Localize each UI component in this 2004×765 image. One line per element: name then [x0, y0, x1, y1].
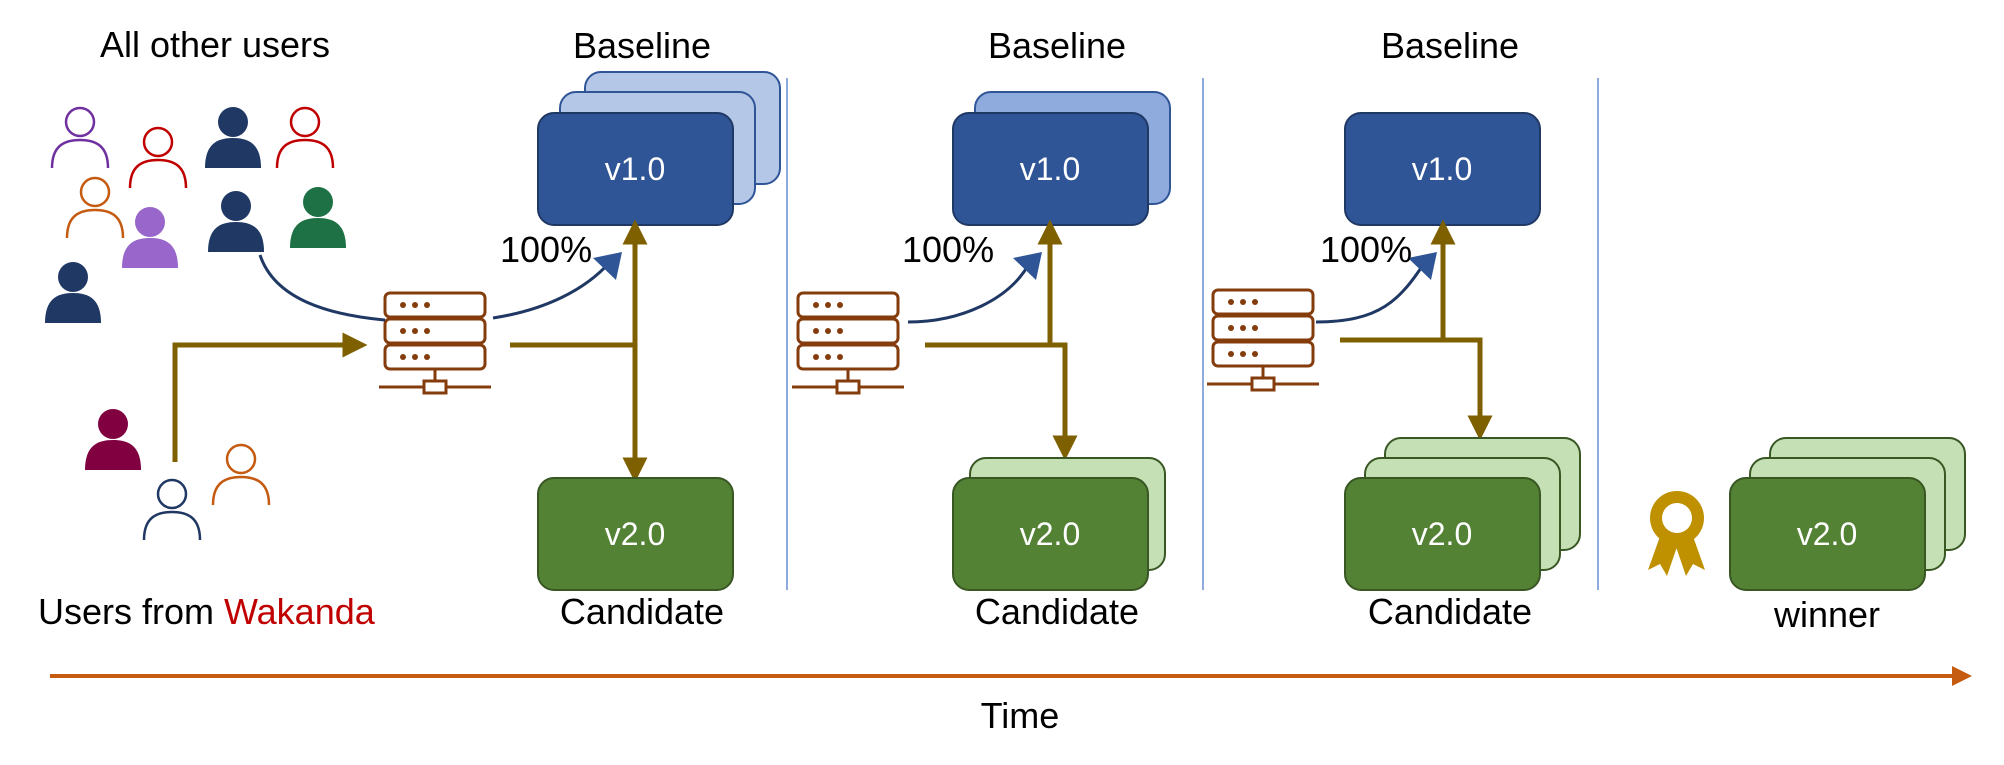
- candidate-v2-box: [1344, 477, 1541, 591]
- traffic-arrowhead: [1013, 252, 1042, 280]
- user-icon: [205, 107, 261, 168]
- traffic-curve: [492, 261, 612, 320]
- baseline-version: v1.0: [605, 151, 665, 187]
- candidate-label: Candidate: [560, 591, 724, 632]
- time-label: Time: [981, 695, 1060, 736]
- server-rack-icon: [377, 291, 493, 395]
- user-icon: [65, 176, 125, 240]
- route-to-candidate: [1050, 342, 1078, 461]
- user-icon: [128, 126, 188, 190]
- baseline-label: Baseline: [988, 25, 1126, 66]
- winner-version: v2.0: [1797, 516, 1857, 552]
- wakanda-route: [172, 332, 368, 462]
- user-icon: [85, 409, 141, 470]
- wakanda-users-label: Users from Wakanda: [38, 591, 376, 632]
- award-ribbon-icon: [1648, 491, 1705, 576]
- user-icon: [122, 207, 178, 268]
- traffic-curve: [907, 261, 1032, 324]
- winner-label: winner: [1773, 594, 1880, 635]
- traffic-arrowhead: [593, 252, 622, 280]
- traffic-curve: [1315, 261, 1427, 324]
- baseline-label: Baseline: [1381, 25, 1519, 66]
- candidate-v2-box: [952, 477, 1149, 591]
- candidate-label: Candidate: [975, 591, 1139, 632]
- user-icon: [211, 443, 271, 507]
- final-stage: v2.0 winner: [1648, 437, 1966, 635]
- server-rack-icon: [1205, 288, 1321, 392]
- stage-2: Baseline v1.0 100% v2.0 Candidate: [790, 25, 1171, 632]
- traffic-arrowhead: [1408, 252, 1437, 280]
- user-icon: [142, 478, 202, 542]
- candidate-v2-box: [537, 477, 734, 591]
- baseline-version: v1.0: [1020, 151, 1080, 187]
- traffic-percent: 100%: [1320, 229, 1412, 270]
- traffic-percent: 100%: [500, 229, 592, 270]
- baseline-version: v1.0: [1412, 151, 1472, 187]
- candidate-version: v2.0: [1020, 516, 1080, 552]
- candidate-label: Candidate: [1368, 591, 1532, 632]
- user-icon: [275, 106, 335, 170]
- all-users-route: [258, 254, 386, 322]
- route-to-candidate: [1443, 337, 1493, 441]
- user-icon: [290, 187, 346, 248]
- candidate-version: v2.0: [1412, 516, 1472, 552]
- all-users-group: [45, 106, 346, 323]
- winner-v2-box: [1729, 477, 1926, 591]
- stage-3: Baseline v1.0 100% v2.0 Candidate: [1205, 25, 1581, 632]
- candidate-version: v2.0: [605, 516, 665, 552]
- baseline-label: Baseline: [573, 25, 711, 66]
- user-icon: [208, 191, 264, 252]
- server-rack-icon: [790, 291, 906, 395]
- stage-1: Baseline v1.0 100% v2.0 Candidate: [172, 25, 781, 632]
- all-users-label: All other users: [100, 24, 330, 65]
- traffic-percent: 100%: [902, 229, 994, 270]
- user-icon: [50, 106, 110, 170]
- user-icon: [45, 262, 101, 323]
